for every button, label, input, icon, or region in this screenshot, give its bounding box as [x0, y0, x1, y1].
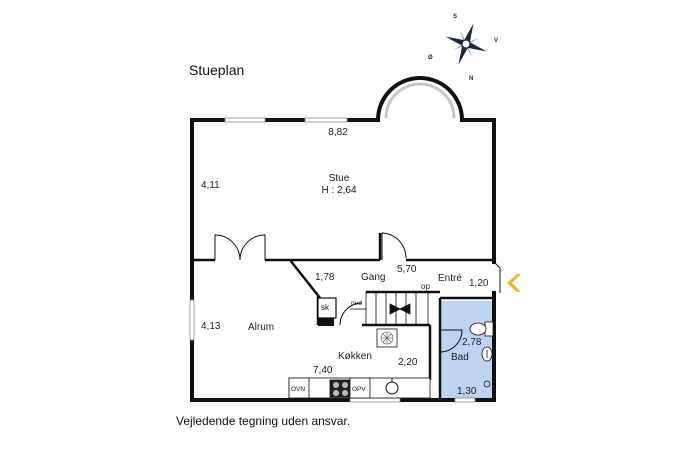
cooktop-icon — [333, 382, 348, 396]
floor-drain-icon — [483, 380, 491, 388]
chimney-block — [318, 318, 334, 326]
koekken-name-label: Køkken — [338, 351, 372, 362]
staircase — [350, 291, 429, 326]
bad-depth-label: 2,78 — [462, 337, 482, 348]
entrance-door — [493, 261, 501, 293]
washbasin-icon — [481, 346, 493, 362]
gang-dim-a-label: 1,78 — [315, 272, 335, 283]
fan-icon — [380, 331, 394, 345]
alrum-name-label: Alrum — [248, 322, 275, 333]
doors — [214, 232, 463, 353]
oven-label: OVN — [291, 386, 306, 393]
stue-name-label: Stue — [328, 173, 350, 184]
disclaimer-text: Vejledende tegning uden ansvar. — [176, 414, 351, 428]
entre-dim-label: 1,20 — [469, 278, 489, 289]
gang-name-label: Gang — [361, 272, 386, 283]
bad-width-label: 1,30 — [457, 386, 477, 397]
stue-width-label: 8,82 — [328, 127, 348, 138]
stue-depth-label: 4,11 — [201, 180, 220, 191]
bay-window — [376, 76, 464, 121]
windows — [189, 117, 476, 403]
plan-title: Stueplan — [189, 62, 245, 78]
entrance-arrow-icon — [507, 274, 521, 292]
koekken-width-label: 7,40 — [313, 365, 333, 376]
compass-rose-icon — [445, 23, 487, 65]
stue-height-label: H : 2,64 — [321, 185, 357, 196]
compass-south-label: S — [453, 14, 458, 20]
gang-dim-b-label: 5,70 — [397, 264, 417, 275]
compass-north-label: N — [469, 76, 474, 82]
stairs-up-label: op — [421, 282, 430, 291]
entre-name-label: Entré — [438, 273, 462, 284]
compass-west-label: V — [494, 38, 499, 44]
compass-east-label: Ø — [428, 55, 433, 61]
bay-window-glass — [384, 82, 456, 119]
alrum-depth-label: 4,13 — [201, 321, 221, 332]
koekken-depth-label: 2,20 — [398, 357, 418, 368]
dishwasher-label: OPV — [352, 386, 366, 393]
sink-icon — [385, 378, 399, 395]
stairs-down-label: ned — [351, 300, 362, 307]
toilet-icon — [469, 321, 494, 337]
closet-label: sk — [321, 303, 329, 312]
bad-name-label: Bad — [451, 352, 469, 363]
